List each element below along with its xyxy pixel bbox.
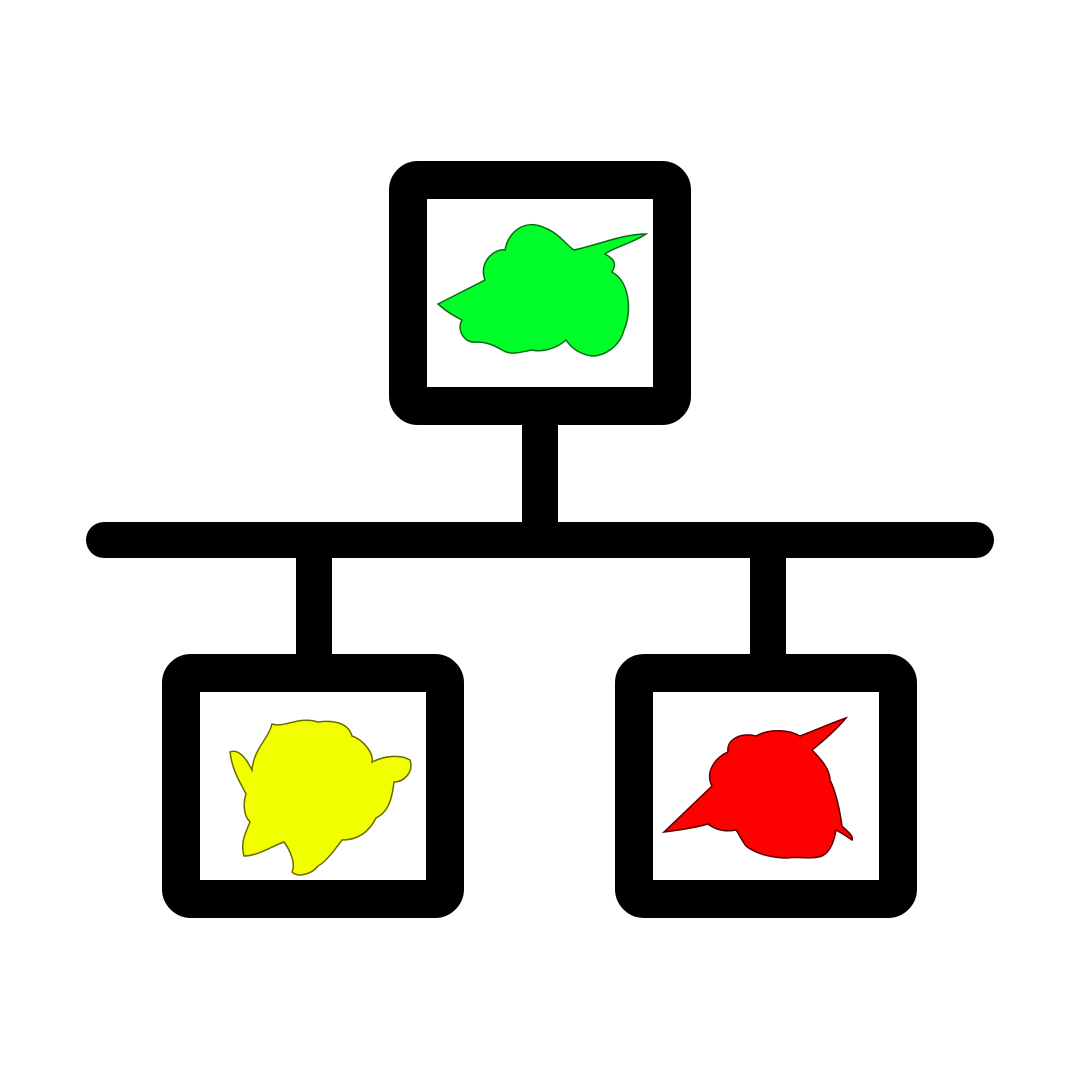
node-bottom-left [162,654,464,918]
bus-line [86,522,994,558]
connectors [86,410,994,670]
top-node-stem [522,410,558,530]
node-bottom-right [615,654,917,918]
node-top [389,161,691,425]
node-bottom-right-blob [661,716,854,859]
node-top-blob [436,223,649,357]
left-node-stem [296,550,332,670]
right-node-stem [750,550,786,670]
node-bottom-left-blob [229,719,412,876]
